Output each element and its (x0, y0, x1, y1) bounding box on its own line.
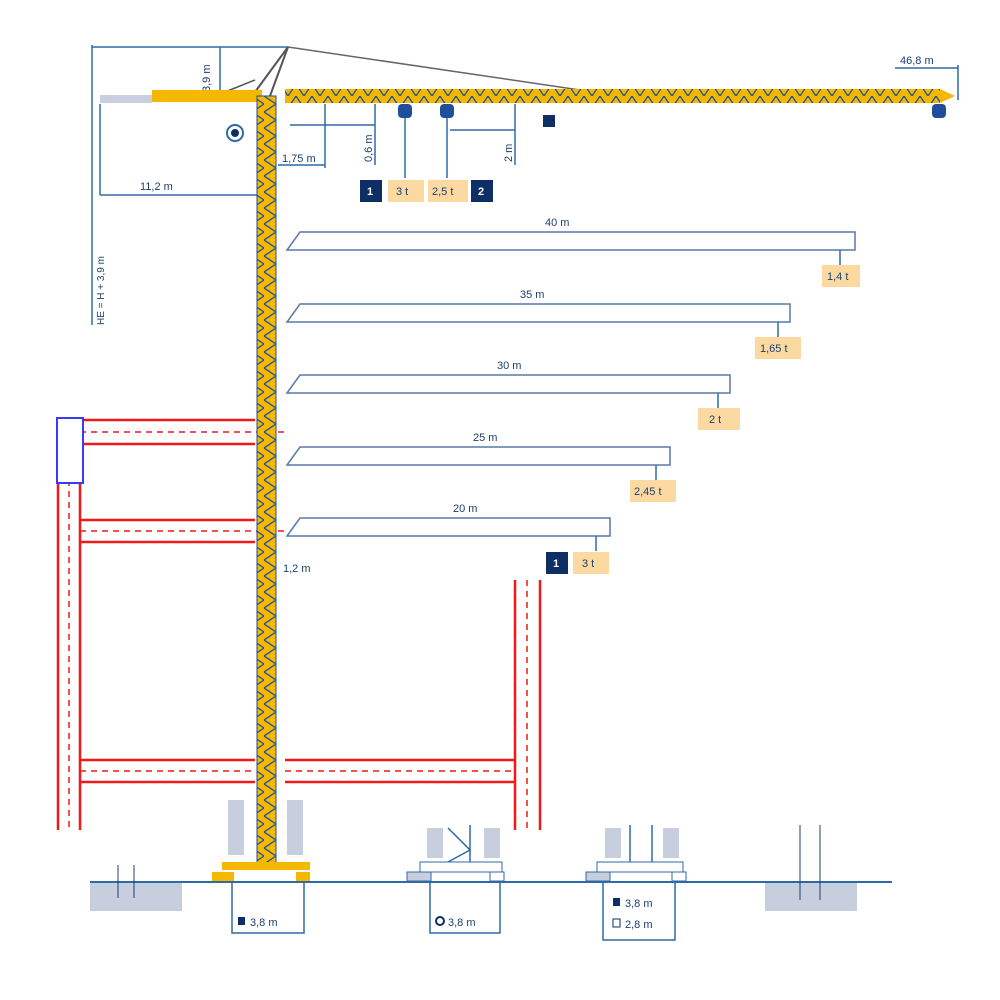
base-2: 3,8 m (406, 825, 505, 934)
svg-text:1,65 t: 1,65 t (760, 343, 788, 355)
svg-text:3 t: 3 t (396, 186, 408, 198)
load-curve-35: 35 m 1,65 t (285, 289, 801, 359)
ground (90, 825, 892, 911)
svg-text:40 m: 40 m (545, 217, 569, 229)
jib-length-label: 46,8 m (900, 55, 934, 67)
building-outline (56, 418, 542, 830)
mast-offset-label: 1,75 m (282, 153, 316, 165)
trolley-gap-label: 2 m (503, 144, 515, 162)
svg-text:3 t: 3 t (582, 558, 594, 570)
svg-text:3,8 m: 3,8 m (448, 917, 476, 929)
svg-text:1: 1 (367, 186, 373, 198)
trolley-2 (440, 104, 454, 178)
svg-text:2,45 t: 2,45 t (634, 486, 662, 498)
svg-text:1: 1 (553, 558, 559, 570)
base-1: 3,8 m (212, 800, 310, 934)
svg-text:2 t: 2 t (709, 414, 721, 426)
svg-text:3,8 m: 3,8 m (625, 898, 653, 910)
top-height-label: 3,9 m (201, 64, 213, 92)
hook-offset-label: 0,6 m (363, 134, 375, 162)
load-curve-30: 30 m 2 t (285, 360, 740, 430)
height-label: HE = H + 3,9 m (96, 256, 107, 325)
svg-text:25 m: 25 m (473, 432, 497, 444)
svg-text:2,8 m: 2,8 m (625, 919, 653, 931)
svg-text:2: 2 (478, 186, 484, 198)
svg-text:2,5 t: 2,5 t (432, 186, 453, 198)
load-curve-25: 25 m 2,45 t (285, 432, 676, 502)
jib (285, 89, 940, 103)
counter-jib-label: 11,2 m (140, 181, 173, 193)
hook-loads: 1 3 t 2,5 t 2 (360, 180, 493, 202)
load-curve-40: 40 m 1,4 t (285, 217, 860, 287)
svg-text:20 m: 20 m (453, 503, 477, 515)
mast-width-label: 1,2 m (283, 563, 311, 575)
svg-text:1,4 t: 1,4 t (827, 271, 848, 283)
mast (256, 95, 277, 867)
svg-text:35 m: 35 m (520, 289, 544, 301)
load-curve-20: 20 m 1 3 t (285, 503, 611, 574)
svg-text:3,8 m: 3,8 m (250, 917, 278, 929)
base-3: 3,8 m 2,8 m (585, 825, 687, 941)
dimension-lines (91, 45, 959, 325)
trolley-1 (398, 104, 412, 178)
cabin-marker (56, 417, 84, 484)
svg-text:30 m: 30 m (497, 360, 521, 372)
